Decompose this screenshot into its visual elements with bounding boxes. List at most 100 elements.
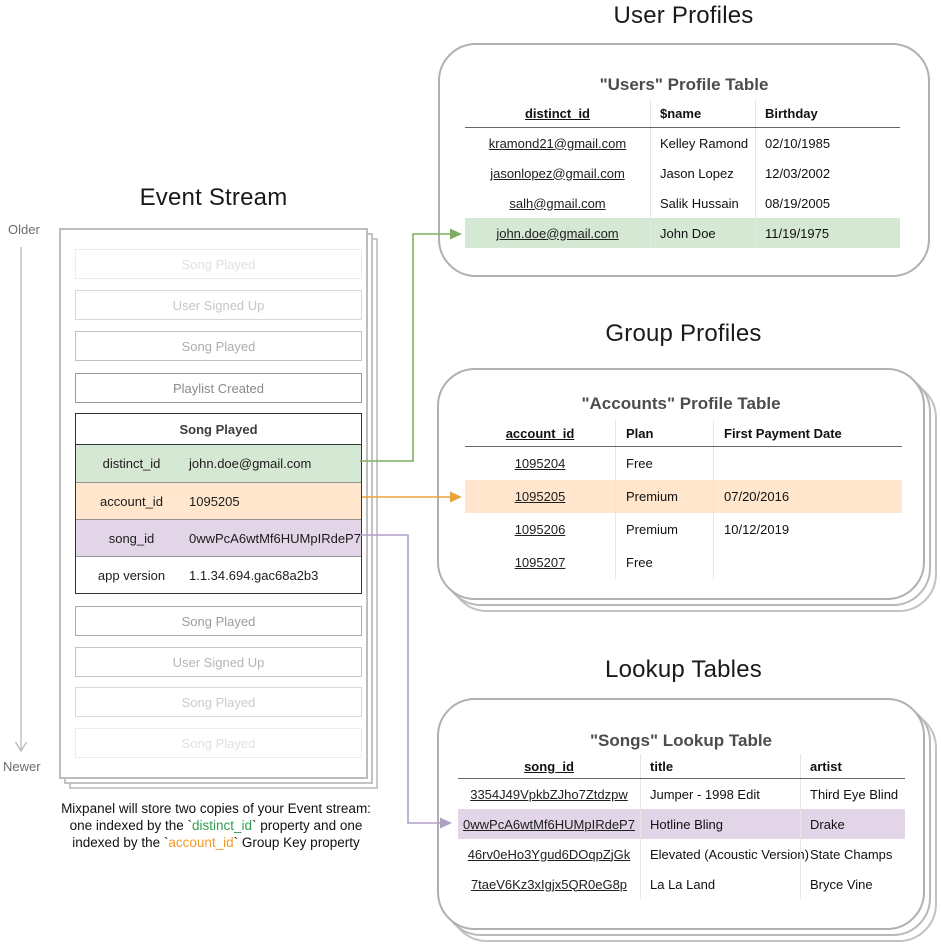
- cell-plan: Premium: [615, 513, 713, 546]
- cell-artist: State Champs: [800, 839, 905, 869]
- event-item: Song Played: [75, 687, 362, 717]
- event-stream-title: Event Stream: [139, 184, 288, 211]
- cell-song-id: 7taeV6Kz3xIgjx5QR0eG8p: [470, 876, 628, 892]
- column-header-first-payment-date: First Payment Date: [713, 420, 902, 446]
- cell-song-id: 3354J49VpkbZJho7Ztdzpw: [470, 786, 628, 802]
- cell-distinct-id: kramond21@gmail.com: [488, 135, 627, 151]
- property-value: 1.1.34.694.gac68a2b3: [189, 567, 319, 583]
- cell-plan: Free: [615, 447, 713, 480]
- cell-birthday: 08/19/2005: [755, 188, 900, 218]
- cell-distinct-id: salh@gmail.com: [509, 195, 606, 211]
- event-item: Song Played: [75, 249, 362, 279]
- column-header-account-id: account_id: [505, 425, 575, 441]
- caption-line2-post: ` property and one: [252, 818, 363, 833]
- selected-event-title: Song Played: [76, 414, 361, 445]
- property-key: song_id: [108, 530, 155, 546]
- table-row: kramond21@gmail.com Kelley Ramond 02/10/…: [465, 128, 900, 158]
- table-row: 46rv0eHo3Ygud6DOqpZjGk Elevated (Acousti…: [458, 839, 905, 869]
- caption-line1: Mixpanel will store two copies of your E…: [61, 801, 371, 816]
- table-row: 7taeV6Kz3xIgjx5QR0eG8p La La Land Bryce …: [458, 869, 905, 899]
- cell-first-payment-date: 10/12/2019: [713, 513, 902, 546]
- event-item: Song Played: [75, 606, 362, 636]
- cell-name: Kelley Ramond: [650, 128, 755, 158]
- songs-table: song_id title artist 3354J49VpkbZJho7Ztd…: [458, 754, 905, 899]
- property-row-account-id: account_id 1095205: [76, 482, 361, 519]
- accounts-card-title: "Accounts" Profile Table: [581, 394, 781, 413]
- users-table-header: distinct_id $name Birthday: [465, 100, 900, 128]
- users-card-title: "Users" Profile Table: [599, 75, 769, 94]
- accounts-table: account_id Plan First Payment Date 10952…: [465, 420, 902, 579]
- cell-birthday: 12/03/2002: [755, 158, 900, 188]
- cell-first-payment-date: 07/20/2016: [713, 480, 902, 513]
- cell-account-id: 1095206: [514, 522, 566, 537]
- cell-artist: Third Eye Blind: [800, 779, 905, 809]
- column-header-song-id: song_id: [524, 758, 574, 774]
- footnote-caption: Mixpanel will store two copies of your E…: [10, 800, 422, 851]
- column-header-plan: Plan: [615, 420, 713, 446]
- property-key: distinct_id: [102, 456, 161, 471]
- cell-title: La La Land: [640, 869, 800, 899]
- column-header-artist: artist: [800, 754, 905, 778]
- property-row-distinct-id: distinct_id john.doe@gmail.com: [76, 445, 361, 482]
- cell-title: Hotline Bling: [640, 809, 800, 839]
- column-header-title: title: [640, 754, 800, 778]
- caption-line2-pre: one indexed by the `: [69, 818, 192, 833]
- cell-plan: Premium: [615, 480, 713, 513]
- event-item: Song Played: [75, 331, 362, 361]
- table-row: 1095206 Premium 10/12/2019: [465, 513, 902, 546]
- event-stream-panel: Song Played User Signed Up Song Played P…: [59, 228, 368, 779]
- highlighted-row-account-id: 1095205 Premium 07/20/2016: [465, 480, 902, 513]
- event-item: User Signed Up: [75, 647, 362, 677]
- cell-name: John Doe: [650, 218, 755, 248]
- event-label: Song Played: [181, 735, 256, 751]
- event-label: User Signed Up: [172, 654, 265, 670]
- cell-artist: Bryce Vine: [800, 869, 905, 899]
- user-profiles-title: User Profiles: [613, 2, 754, 29]
- cell-birthday: 11/19/1975: [755, 218, 900, 248]
- selected-event-card: Song Played distinct_id john.doe@gmail.c…: [75, 413, 362, 594]
- caption-line3-post: ` Group Key property: [233, 835, 360, 850]
- cell-artist: Drake: [800, 809, 905, 839]
- property-value: john.doe@gmail.com: [189, 456, 312, 471]
- event-item: Playlist Created: [75, 373, 362, 403]
- event-label: Song Played: [181, 613, 256, 629]
- column-header-birthday: Birthday: [755, 100, 900, 127]
- timeline-arrow: [14, 247, 28, 753]
- caption-line3-pre: indexed by the `: [72, 835, 169, 850]
- cell-plan: Free: [615, 546, 713, 579]
- songs-card-title: "Songs" Lookup Table: [589, 731, 773, 750]
- event-item: User Signed Up: [75, 290, 362, 320]
- highlighted-row-distinct-id: john.doe@gmail.com John Doe 11/19/1975: [465, 218, 900, 248]
- cell-account-id: 1095204: [514, 456, 566, 471]
- cell-song-id: 0wwPcA6wtMf6HUMpIRdeP7: [463, 816, 635, 832]
- cell-birthday: 02/10/1985: [755, 128, 900, 158]
- column-header-name: $name: [650, 100, 755, 127]
- group-profiles-title: Group Profiles: [605, 320, 762, 347]
- property-value: 1095205: [189, 493, 240, 509]
- users-table: distinct_id $name Birthday kramond21@gma…: [465, 100, 900, 248]
- table-row: 1095207 Free: [465, 546, 902, 579]
- event-label: Playlist Created: [172, 380, 265, 396]
- property-row-song-id: song_id 0wwPcA6wtMf6HUMpIRdeP7: [76, 519, 361, 556]
- event-item: Song Played: [75, 728, 362, 758]
- cell-name: Jason Lopez: [650, 158, 755, 188]
- event-label: Song Played: [181, 256, 256, 272]
- property-key: account_id: [100, 493, 163, 509]
- lookup-tables-title: Lookup Tables: [605, 656, 762, 683]
- table-row: jasonlopez@gmail.com Jason Lopez 12/03/2…: [465, 158, 900, 188]
- cell-title: Jumper - 1998 Edit: [640, 779, 800, 809]
- songs-table-header: song_id title artist: [458, 754, 905, 779]
- cell-title: Elevated (Acoustic Version): [640, 839, 809, 869]
- property-key: app version: [97, 567, 166, 583]
- table-row: 1095204 Free: [465, 447, 902, 480]
- newer-label: Newer: [3, 759, 41, 774]
- cell-distinct-id: jasonlopez@gmail.com: [490, 165, 625, 181]
- cell-first-payment-date: [713, 447, 902, 480]
- accounts-table-header: account_id Plan First Payment Date: [465, 420, 902, 447]
- event-label: Song Played: [181, 338, 256, 354]
- cell-name: Salik Hussain: [650, 188, 755, 218]
- property-value: 0wwPcA6wtMf6HUMpIRdeP7: [189, 530, 361, 546]
- property-row-app-version: app version 1.1.34.694.gac68a2b3: [76, 556, 361, 593]
- cell-account-id: 1095207: [514, 555, 566, 570]
